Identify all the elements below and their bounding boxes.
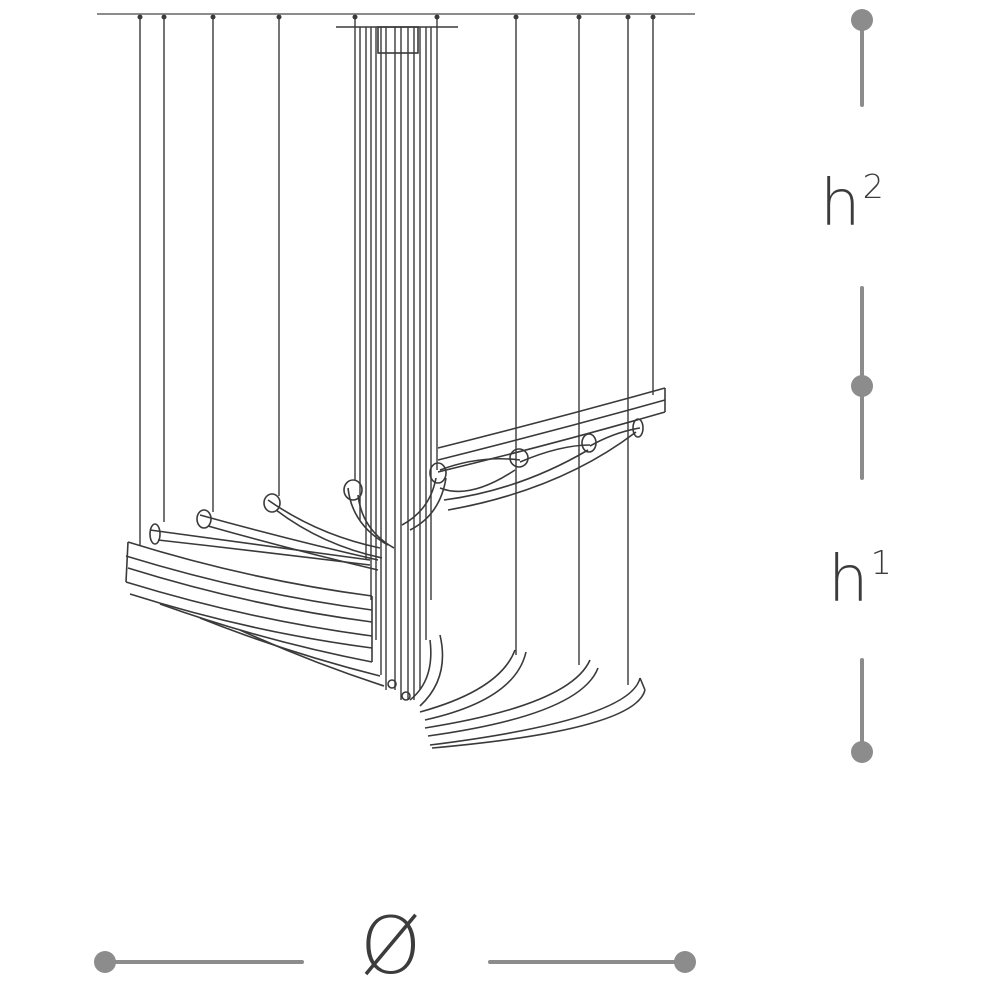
h1-dimension-label: h1 [828, 546, 892, 612]
h2-base: h [820, 167, 861, 241]
h2-dimension-label: h2 [820, 170, 884, 236]
h1-exponent: 1 [870, 543, 892, 582]
diameter-label: Ø [360, 902, 422, 992]
right-upper-arms [401, 387, 666, 531]
right-lower-bars [387, 634, 646, 749]
h1-bottom-point [851, 741, 873, 763]
left-lower-bars [125, 541, 385, 687]
diameter-dimension-points [94, 951, 696, 973]
cable-anchors [137, 14, 656, 20]
h2-h1-mid-point [851, 375, 873, 397]
height-dimension-points [851, 9, 873, 763]
h2-exponent: 2 [862, 167, 884, 206]
central-cable-bundle [354, 16, 438, 700]
h1-base: h [828, 543, 869, 617]
suspension-cables-right [515, 16, 654, 685]
diameter-right-point [674, 951, 696, 973]
left-upper-arms [149, 479, 395, 571]
h2-top-point [851, 9, 873, 31]
suspension-cables-left [139, 16, 280, 545]
diameter-left-point [94, 951, 116, 973]
